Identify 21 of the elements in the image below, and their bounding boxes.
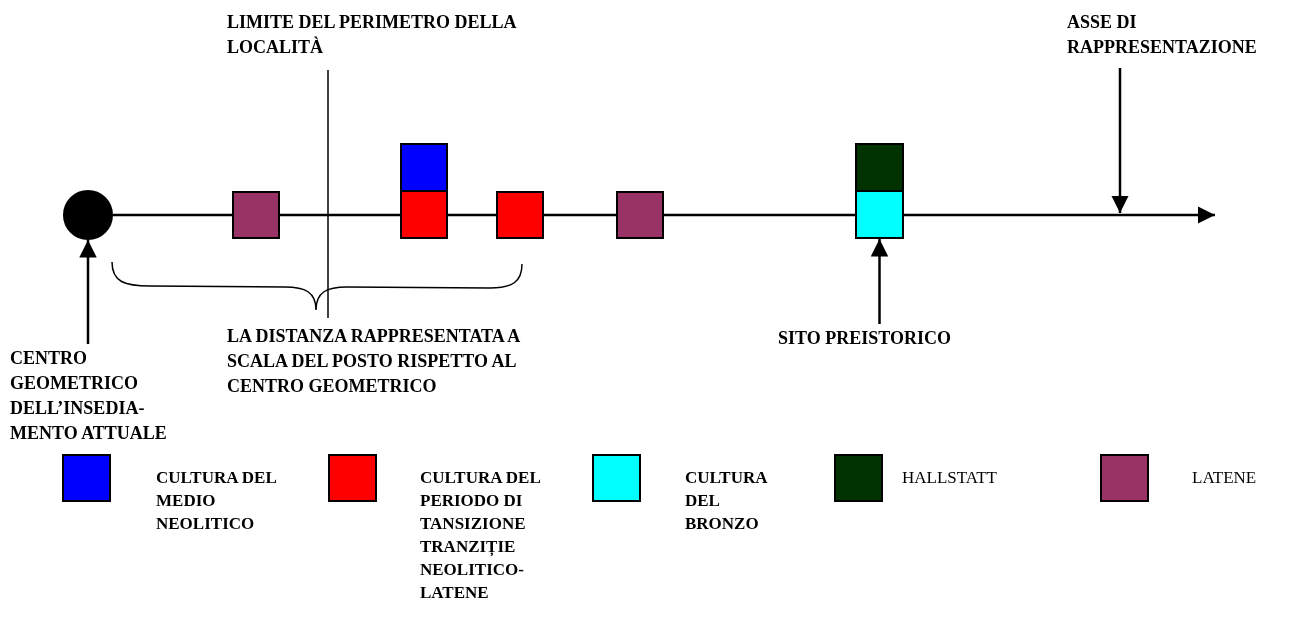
- arrow: [870, 239, 889, 324]
- site-square: [616, 191, 664, 239]
- legend-label: HALLSTATT: [902, 467, 998, 489]
- site-square: [232, 191, 280, 239]
- legend-label: LATENE: [1192, 467, 1258, 489]
- legend-label: CULTURA DEL MEDIO NEOLITICO: [156, 467, 277, 535]
- site-square: [400, 190, 448, 239]
- center-dot: [63, 190, 113, 240]
- arrow: [79, 240, 97, 344]
- site-square: [855, 143, 904, 192]
- callout-label: SITO PREISTORICO: [778, 326, 998, 351]
- legend-label: CULTURA DEL PERIODO DI TANSIZIONE TRANZIȚIE NEOLITICO-LATENE: [420, 467, 541, 604]
- legend-label: CULTURA DEL BRONZO: [685, 467, 769, 535]
- callout-label: CENTRO GEOMETRICO DELL’INSEDIA- MENTO ATTUALE: [10, 346, 210, 446]
- arrow: [1111, 68, 1129, 213]
- annotation-label: LIMITE DEL PERIMETRO DELLA LOCALITÀ: [227, 11, 518, 59]
- site-square: [496, 191, 544, 239]
- callout-label: ASSE DI RAPPRESENTAZIONE: [1067, 10, 1297, 60]
- site-square: [855, 190, 904, 239]
- annotation-label: LA DISTANZA RAPPRESENTATA A SCALA DEL POSTO RISPETTO AL CENTRO GEOMETRICO: [227, 325, 521, 398]
- site-square: [400, 143, 448, 192]
